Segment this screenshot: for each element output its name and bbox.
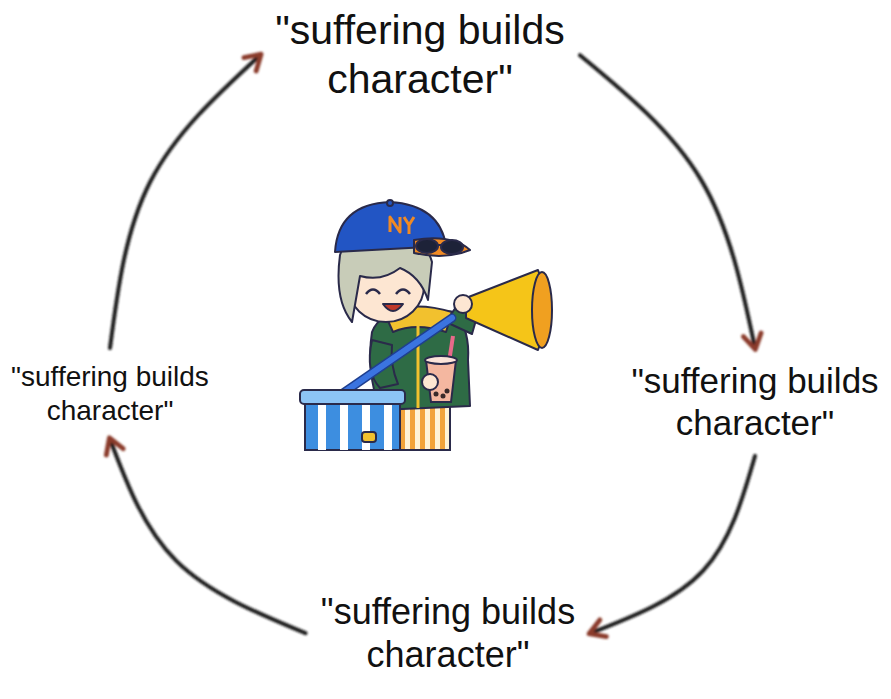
- boba-cup-part: [445, 389, 450, 394]
- cycle-arrow: [591, 456, 756, 633]
- boba-cup-part: [425, 356, 457, 364]
- cap-part: [390, 217, 414, 234]
- cycle-text-node: "suffering builds character": [318, 590, 579, 676]
- cycle-text: "suffering builds character": [628, 360, 882, 444]
- cooler-box-part: [340, 400, 348, 450]
- cooler-box-part: [318, 400, 326, 450]
- cooler-box-part: [300, 390, 405, 404]
- head-part: [396, 290, 410, 295]
- connector-group: [110, 55, 755, 633]
- cap: [335, 200, 470, 256]
- cooler-box: [300, 390, 405, 450]
- cap-part: [437, 244, 442, 246]
- cycle-text-node: "suffering builds character": [272, 6, 568, 104]
- boba-cup: [422, 336, 457, 402]
- cooler-box-part: [384, 400, 392, 450]
- cap-part: [414, 238, 470, 256]
- boba-cup-part: [441, 394, 446, 399]
- boba-cup-part: [434, 392, 439, 397]
- cooler-box-part: [362, 432, 376, 442]
- megaphone: [454, 270, 552, 350]
- cycle-text-node: "suffering builds character": [628, 360, 882, 444]
- cap-part: [416, 239, 438, 253]
- megaphone-part: [454, 295, 472, 313]
- cycle-arrow: [580, 55, 755, 348]
- cycle-arrow: [110, 439, 306, 633]
- cap-part: [441, 240, 463, 254]
- cycle-text: "suffering builds character": [8, 360, 212, 427]
- head-part: [383, 304, 403, 311]
- cap-part: [335, 202, 446, 252]
- head-part: [366, 290, 380, 295]
- cap-part: [387, 200, 393, 206]
- megaphone-part: [532, 272, 552, 348]
- cycle-text-node: "suffering builds character": [8, 360, 212, 427]
- cycle-arrow: [110, 55, 260, 348]
- cycle-text: "suffering builds character": [318, 590, 579, 676]
- boba-cup-part: [422, 374, 438, 390]
- cycle-text: "suffering builds character": [272, 6, 568, 104]
- cooler-box-part: [305, 400, 400, 450]
